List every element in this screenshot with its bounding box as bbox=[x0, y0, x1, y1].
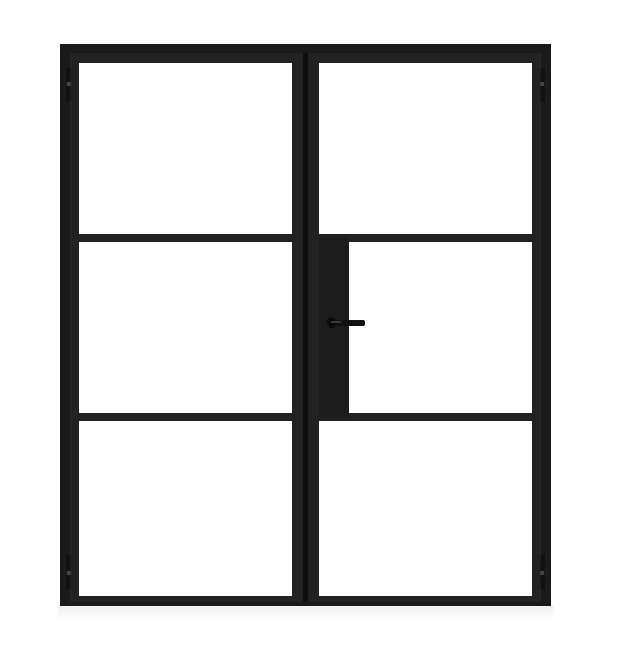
right-leaf-bottom bbox=[308, 596, 541, 602]
hinge-icon bbox=[539, 68, 545, 102]
right-glass-middle bbox=[349, 242, 532, 413]
right-glass-lower bbox=[319, 421, 532, 596]
right-leaf-right-stile bbox=[532, 53, 541, 601]
left-leaf-top bbox=[70, 53, 300, 63]
outer-frame-top bbox=[60, 44, 551, 53]
outer-frame-right bbox=[541, 44, 551, 606]
left-transom-lower bbox=[79, 413, 292, 421]
hinge-icon bbox=[66, 68, 72, 102]
left-transom-upper bbox=[79, 234, 292, 242]
left-glass-middle bbox=[79, 242, 292, 413]
left-leaf-bottom bbox=[70, 596, 303, 602]
outer-frame-left bbox=[60, 44, 70, 606]
right-transom-upper bbox=[319, 234, 532, 242]
left-leaf-right-stile bbox=[292, 53, 303, 601]
floor-shadow bbox=[58, 606, 554, 620]
left-leaf-left-stile bbox=[70, 53, 79, 601]
left-glass-upper bbox=[79, 63, 292, 234]
left-glass-lower bbox=[79, 421, 292, 596]
outer-frame-bottom bbox=[60, 601, 551, 606]
hinge-icon bbox=[66, 555, 72, 589]
right-transom-lower bbox=[319, 413, 532, 421]
right-leaf-left-stile bbox=[308, 53, 319, 601]
meeting-stile-gap bbox=[303, 53, 308, 602]
door-handle-icon bbox=[326, 317, 365, 328]
right-leaf-top bbox=[308, 53, 541, 63]
hinge-icon bbox=[539, 555, 545, 589]
right-glass-upper bbox=[319, 63, 532, 234]
